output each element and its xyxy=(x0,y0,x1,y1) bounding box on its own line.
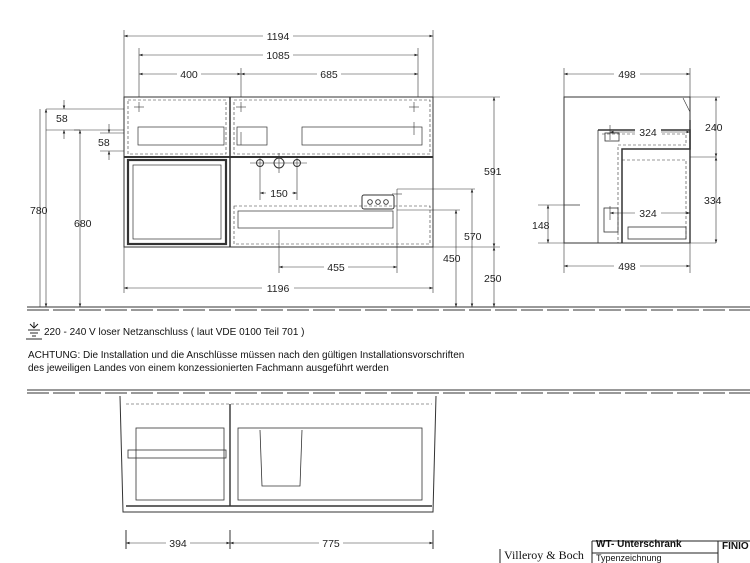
dim-1196: 1196 xyxy=(267,283,290,295)
plan-view xyxy=(119,395,437,549)
title-block xyxy=(499,540,750,563)
dim-570: 570 xyxy=(464,231,482,243)
side-elevation xyxy=(563,96,720,244)
dim-side-240: 240 xyxy=(705,122,723,134)
dim-680: 680 xyxy=(74,218,92,230)
dim-58-a: 58 xyxy=(56,113,68,125)
warning-line-1: ACHTUNG: Die Installation und die Anschl… xyxy=(28,350,465,361)
product-name: WT- Unterschrank xyxy=(596,539,682,550)
electrical-outlet-icon xyxy=(26,322,42,340)
warning-line-2: des jeweiligen Landes von einem konzessi… xyxy=(28,363,389,374)
dim-side-324-bottom: 324 xyxy=(639,208,657,220)
dim-400: 400 xyxy=(180,69,198,81)
dim-250: 250 xyxy=(484,273,502,285)
dim-side-148: 148 xyxy=(532,220,550,232)
dim-1194: 1194 xyxy=(267,31,290,43)
dim-side-498-top: 498 xyxy=(618,69,636,81)
dim-150: 150 xyxy=(270,188,288,200)
dim-side-324-top: 324 xyxy=(639,127,657,139)
dim-780: 780 xyxy=(30,205,48,217)
dim-685: 685 xyxy=(320,69,338,81)
floor-line xyxy=(27,306,750,394)
front-elevation xyxy=(123,96,434,248)
dimension-labels: 1194 1085 400 685 58 58 780 680 150 455 … xyxy=(30,30,723,550)
dim-58-b: 58 xyxy=(98,137,110,149)
dim-591: 591 xyxy=(484,166,502,178)
finish-series: FINIO xyxy=(722,541,749,552)
dim-side-334: 334 xyxy=(704,195,722,207)
document-type: Typenzeichnung xyxy=(596,553,662,563)
dim-1085: 1085 xyxy=(266,50,290,62)
dim-plan-394: 394 xyxy=(169,538,187,550)
dim-450: 450 xyxy=(443,253,461,265)
power-note: 220 - 240 V loser Netzanschluss ( laut V… xyxy=(44,327,305,338)
brand-logo: Villeroy & Boch xyxy=(504,548,584,562)
dim-plan-775: 775 xyxy=(322,538,340,550)
dim-side-498-bottom: 498 xyxy=(618,261,636,273)
dim-455: 455 xyxy=(327,262,345,274)
